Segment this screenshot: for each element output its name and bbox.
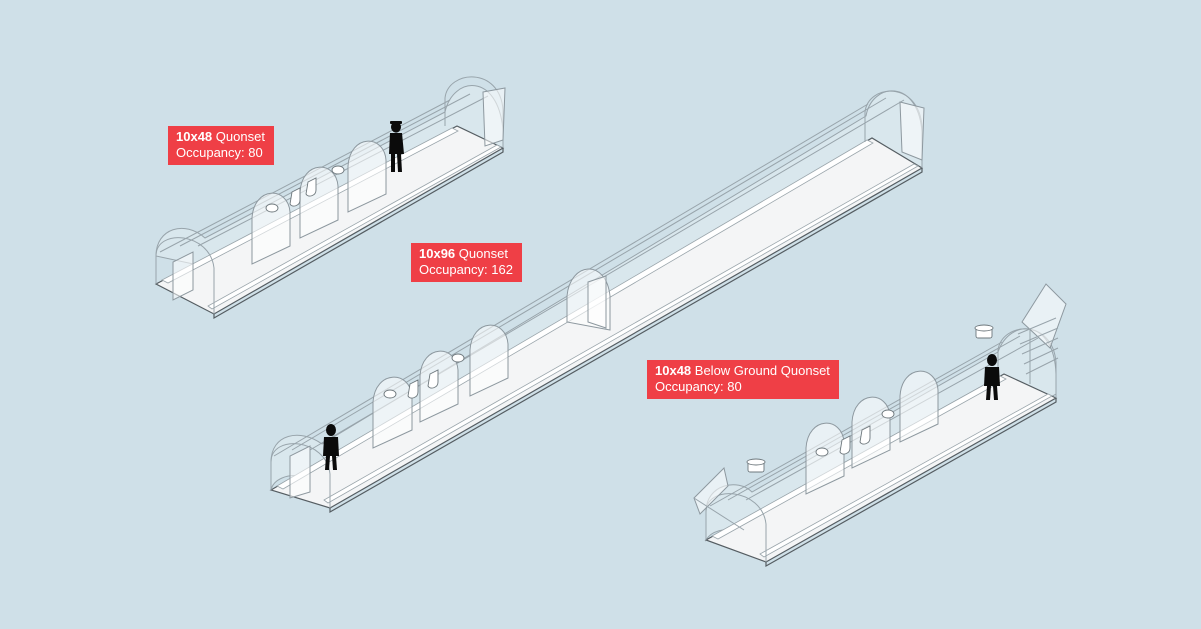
bench-right (759, 393, 1053, 558)
shelter-label-10x96-quonset: 10x96 Quonset Occupancy: 162 (411, 243, 522, 282)
door-icon (899, 101, 925, 161)
toilet-icon (427, 369, 439, 389)
shelter-label-10x48-quonset: 10x48 Quonset Occupancy: 80 (168, 126, 274, 165)
person-silhouette-icon (389, 121, 404, 172)
shelter-size: 10x48 (655, 363, 692, 378)
shelter-type: Quonset (215, 129, 265, 144)
stair-icon (1017, 283, 1067, 384)
shelter-10x48-below-ground-quonset (693, 283, 1067, 568)
vent-icon (974, 324, 994, 339)
bench-right (323, 163, 919, 504)
shelter-10x48-quonset (154, 76, 506, 320)
shelter-size: 10x96 (419, 246, 456, 261)
toilet-icon (305, 177, 317, 197)
shelter-type: Below Ground Quonset (694, 363, 830, 378)
shelter-size: 10x48 (176, 129, 213, 144)
sink-icon (383, 389, 397, 399)
shelter-occupancy: Occupancy: 80 (176, 145, 263, 160)
person-silhouette-icon (323, 424, 339, 470)
shelter-title: 10x48 Quonset (176, 129, 265, 145)
shelter-type: Quonset (458, 246, 508, 261)
person-silhouette-icon (984, 354, 1000, 400)
toilet-icon (859, 425, 871, 445)
shelter-occupancy: Occupancy: 162 (419, 262, 513, 277)
sink-icon (815, 447, 829, 457)
shelter-10x96-quonset (269, 90, 925, 514)
toilet-icon (839, 435, 851, 455)
door-icon (482, 87, 506, 147)
door-icon (172, 251, 194, 301)
shelter-title: 10x96 Quonset (419, 246, 513, 262)
sink-icon (451, 353, 465, 363)
sink-icon (881, 409, 895, 419)
hatch-icon (693, 467, 729, 515)
shelter-occupancy: Occupancy: 80 (655, 379, 742, 394)
toilet-icon (407, 379, 419, 399)
toilet-icon (289, 187, 301, 207)
shelter-label-10x48-below-ground-quonset: 10x48 Below Ground Quonset Occupancy: 80 (647, 360, 839, 399)
sink-icon (331, 165, 345, 175)
shelter-title: 10x48 Below Ground Quonset (655, 363, 830, 379)
bench-right (207, 144, 502, 310)
door-icon (289, 445, 311, 499)
door-icon (587, 275, 607, 329)
sink-icon (265, 203, 279, 213)
vent-icon (746, 458, 766, 473)
